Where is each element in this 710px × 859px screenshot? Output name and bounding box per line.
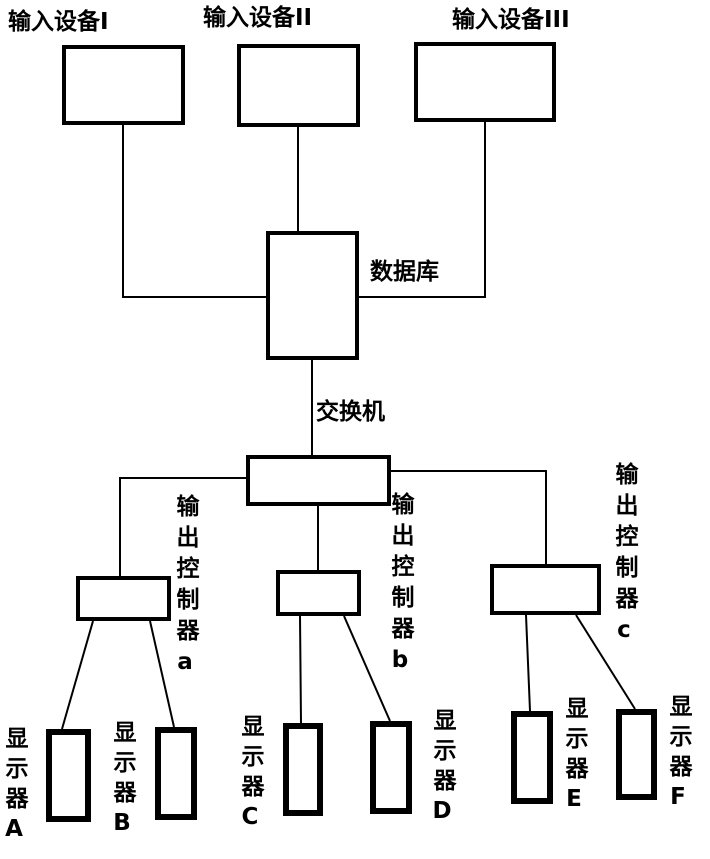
input-device-2-label: 输入设备II [203, 5, 313, 31]
output-controller-c-label: 输出控制器c [611, 462, 637, 651]
edge-controller-b-display-c [299, 615, 302, 724]
display-a-box [46, 729, 91, 822]
display-c-label: 显示器C [237, 714, 263, 837]
output-controller-a-box [76, 576, 171, 621]
display-b-box [155, 727, 197, 820]
display-f-box [616, 709, 657, 800]
input-device-3-label: 输入设备III [452, 7, 570, 33]
display-e-label: 显示器E [561, 696, 587, 819]
display-a-label: 显示器A [1, 726, 27, 849]
input-device-1-label: 输入设备I [8, 9, 109, 35]
output-controller-c-box [490, 564, 601, 615]
database-label: 数据库 [370, 259, 439, 285]
input-device-2-box [237, 44, 360, 127]
edge-controller-c-display-e [525, 614, 531, 712]
switch-box [246, 455, 391, 506]
display-f-label: 显示器F [665, 694, 691, 817]
display-e-box [511, 711, 553, 804]
input-device-1-box [62, 45, 185, 125]
display-c-box [283, 723, 323, 816]
edge-controller-a-display-b [149, 620, 175, 728]
switch-label: 交换机 [316, 399, 385, 425]
database-box [266, 231, 359, 360]
display-b-label: 显示器B [109, 720, 135, 843]
output-controller-b-box [276, 570, 361, 616]
display-d-box [370, 721, 412, 814]
edge-switch-controller-a [119, 477, 246, 576]
output-controller-b-label: 输出控制器b [387, 492, 413, 681]
edge-controller-b-display-d [343, 615, 391, 722]
output-controller-a-label: 输出控制器a [172, 494, 198, 683]
edge-input1-database [122, 125, 266, 298]
edge-input3-database [359, 122, 486, 298]
edge-controller-a-display-a [61, 620, 94, 730]
edge-switch-controller-c [391, 470, 547, 564]
edge-controller-c-display-f [575, 614, 636, 710]
display-d-label: 显示器D [429, 708, 455, 831]
input-device-3-box [414, 42, 556, 122]
